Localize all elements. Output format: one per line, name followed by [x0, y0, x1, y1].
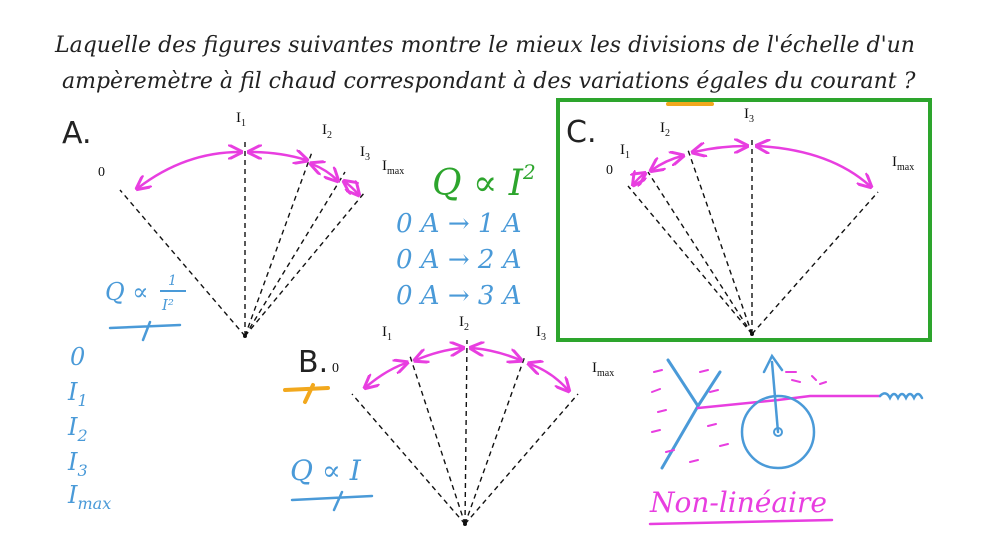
list-item-i2: I2	[67, 413, 88, 445]
figure-a-arc-2	[250, 152, 306, 160]
figure-b-label-i2: I2	[459, 314, 469, 333]
needle	[770, 360, 780, 434]
figure-a-label-i1: I1	[236, 110, 246, 129]
figure-b-tick-1	[409, 355, 466, 525]
figure-a-tick-3	[244, 171, 346, 337]
wire-fork	[660, 358, 722, 470]
figure-c: C. 0 I1 I2 I3 Imax	[556, 98, 932, 342]
figure-c-arc-3	[694, 146, 746, 152]
figure-a-relation-den: I²	[161, 296, 174, 314]
figure-b-arc-2	[416, 348, 462, 360]
figure-a-pivot	[243, 334, 247, 338]
figure-c-label-imax: Imax	[892, 154, 914, 173]
figure-c-pivot	[750, 332, 754, 336]
figure-c-label-i2: I2	[660, 120, 670, 139]
wire-coil	[878, 392, 924, 401]
figure-a-letter: A.	[62, 116, 92, 151]
figure-b-pivot	[463, 522, 467, 526]
figure-a-arc-1	[138, 152, 240, 188]
figure-b-label-i3: I3	[536, 324, 546, 343]
figure-a-label-i2: I2	[322, 122, 332, 141]
figure-a-tick-max	[244, 191, 366, 337]
step-1: 0 A → 1 A	[396, 209, 521, 239]
figure-a: A. 0 I1 I2 I3 Imax Q ∝ 1 I²	[62, 110, 404, 342]
figure-b-zero: 0	[332, 361, 339, 376]
figure-a-relation-underline	[108, 320, 182, 342]
list-item-imax: Imax	[67, 481, 111, 513]
figure-a-tick-0	[119, 189, 246, 337]
question-line-1: Laquelle des figures suivantes montre le…	[54, 33, 915, 58]
figure-c-label-i1: I1	[620, 142, 630, 161]
figure-a-label-i3: I3	[360, 144, 370, 163]
figure-a-relation-num: 1	[168, 273, 177, 289]
hot-wire	[696, 394, 882, 410]
formula-q-prop-i2: Q ∝ I2	[432, 160, 536, 204]
hot-wire-sketch	[651, 353, 924, 470]
figure-b: B. 0 I1 I2 I3 Imax Q ∝ I	[283, 314, 614, 526]
non-lineaire-underline	[648, 518, 834, 526]
figure-c-answer-box	[556, 98, 932, 342]
figure-a-tick-2	[244, 151, 313, 337]
figure-b-relation: Q ∝ I	[290, 454, 362, 487]
figure-b-arc-4	[530, 364, 568, 390]
figure-c-tick-max	[751, 191, 879, 335]
list-item-i3: I3	[67, 448, 88, 480]
figure-a-relation: Q ∝	[105, 278, 149, 306]
list-item-i1: I1	[67, 378, 88, 410]
figure-c-tick-1	[647, 171, 753, 335]
list-item-0: 0	[70, 343, 85, 371]
heat-marks	[651, 369, 827, 463]
figure-a-label-imax: Imax	[382, 158, 404, 177]
figure-b-relation-underline	[290, 490, 374, 512]
figure-c-arc-4	[758, 146, 870, 186]
figure-c-tick-0	[627, 185, 753, 335]
non-lineaire-note: Non-linéaire	[649, 486, 827, 519]
figure-a-arc-4	[345, 182, 358, 194]
center-notes: Q ∝ I2 0 A → 1 A 0 A → 2 A 0 A → 3 A	[396, 160, 536, 311]
step-3: 0 A → 3 A	[396, 281, 521, 311]
needle-arrow-icon	[762, 353, 784, 374]
step-2: 0 A → 2 A	[396, 245, 521, 275]
pulley-wheel	[740, 394, 816, 470]
figure-b-tick-2	[464, 339, 468, 525]
figure-c-arc-1	[634, 174, 644, 184]
figure-c-zero: 0	[606, 163, 613, 178]
figure-b-arc-3	[472, 348, 520, 360]
figure-c-arc-2	[652, 156, 682, 170]
figure-c-tick-2	[687, 149, 753, 335]
figure-b-tick-0	[351, 393, 466, 525]
question-line-2: ampèremètre à fil chaud correspondant à …	[62, 69, 916, 94]
figure-a-arc-3	[312, 164, 337, 180]
figure-b-tick-max	[464, 393, 579, 525]
figure-b-tick-3	[464, 355, 526, 525]
figure-b-mark	[283, 383, 330, 404]
figure-b-arc-1	[366, 363, 406, 387]
figure-c-letter: C.	[566, 115, 596, 150]
figure-b-letter: B.	[298, 345, 328, 380]
figure-b-label-imax: Imax	[592, 360, 614, 379]
figure-b-label-i1: I1	[382, 324, 392, 343]
figure-c-label-i3: I3	[744, 106, 754, 125]
figure-a-zero: 0	[98, 165, 105, 180]
current-list: 0 I1 I2 I3 Imax	[67, 343, 111, 513]
